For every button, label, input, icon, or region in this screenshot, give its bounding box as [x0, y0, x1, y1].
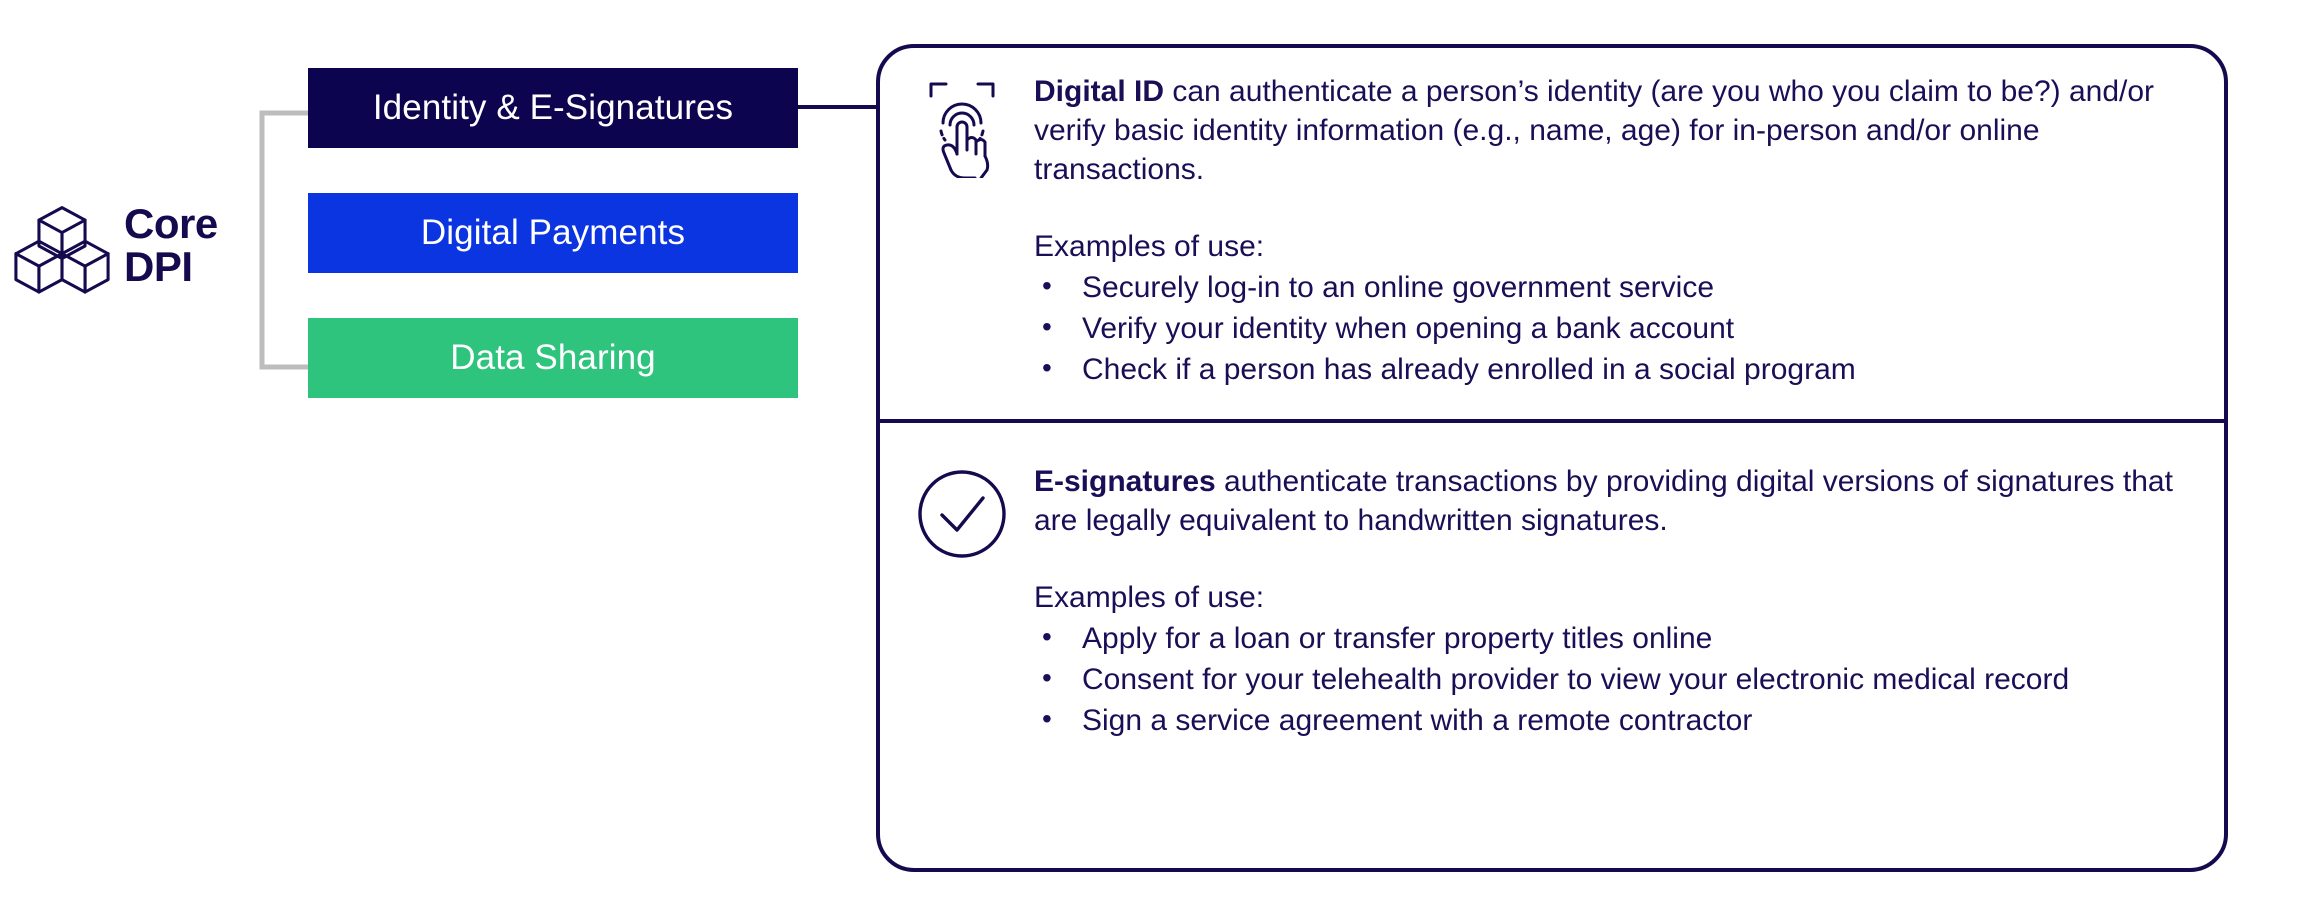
- pillar-datashare-label: Data Sharing: [450, 338, 656, 377]
- digital-id-lead-term: Digital ID: [1034, 75, 1165, 108]
- pillar-digital-payments[interactable]: Digital Payments: [308, 193, 798, 273]
- esignatures-lead-term: E-signatures: [1034, 465, 1216, 498]
- core-dpi-group: Core DPI: [14, 183, 274, 308]
- pillar-to-card-connector: [798, 105, 882, 109]
- stacked-cubes-icon: [14, 205, 110, 294]
- core-dpi-label: Core DPI: [124, 199, 218, 290]
- digital-id-lead: Digital ID can authenticate a person’s i…: [1034, 72, 2192, 189]
- list-item: Sign a service agreement with a remote c…: [1034, 701, 2192, 740]
- card-section-divider: [880, 419, 2224, 423]
- list-item: Check if a person has already enrolled i…: [1034, 350, 2192, 389]
- section-esignatures: E-signatures authenticate transactions b…: [880, 462, 2224, 740]
- esignatures-bullet-list: Apply for a loan or transfer property ti…: [1034, 619, 2192, 740]
- list-item: Consent for your telehealth provider to …: [1034, 660, 2192, 699]
- digital-id-bullet-list: Securely log-in to an online government …: [1034, 268, 2192, 389]
- core-dpi-label-line1: Core: [124, 199, 218, 247]
- check-circle-icon: [918, 470, 1006, 558]
- section-esignatures-icon-wrap: [912, 462, 1012, 560]
- pillar-payments-label: Digital Payments: [420, 213, 686, 252]
- core-dpi-label-line2: DPI: [124, 242, 193, 290]
- section-digital-id: Digital ID can authenticate a person’s i…: [880, 72, 2224, 389]
- digital-id-examples-label: Examples of use:: [1034, 230, 1265, 263]
- esignatures-lead: E-signatures authenticate transactions b…: [1034, 462, 2192, 540]
- section-esignatures-body: E-signatures authenticate transactions b…: [1012, 462, 2198, 740]
- list-item: Securely log-in to an online government …: [1034, 268, 2192, 307]
- pillar-identity-label: Identity & E-Signatures: [372, 88, 734, 127]
- pillar-identity-e-signatures[interactable]: Identity & E-Signatures: [308, 68, 798, 148]
- digital-id-lead-text: can authenticate a person’s identity (ar…: [1034, 75, 2155, 186]
- esignatures-examples-label: Examples of use:: [1034, 581, 1265, 614]
- detail-card: Digital ID can authenticate a person’s i…: [876, 44, 2228, 872]
- section-digital-id-body: Digital ID can authenticate a person’s i…: [1012, 72, 2198, 389]
- bracket-connector: [259, 110, 326, 370]
- list-item: Verify your identity when opening a bank…: [1034, 309, 2192, 348]
- section-digital-id-icon-wrap: [912, 72, 1012, 178]
- list-item: Apply for a loan or transfer property ti…: [1034, 619, 2192, 658]
- fingerprint-touch-icon: [929, 82, 995, 178]
- esignatures-lead-text: authenticate transactions by providing d…: [1034, 465, 2173, 537]
- pillar-data-sharing[interactable]: Data Sharing: [308, 318, 798, 398]
